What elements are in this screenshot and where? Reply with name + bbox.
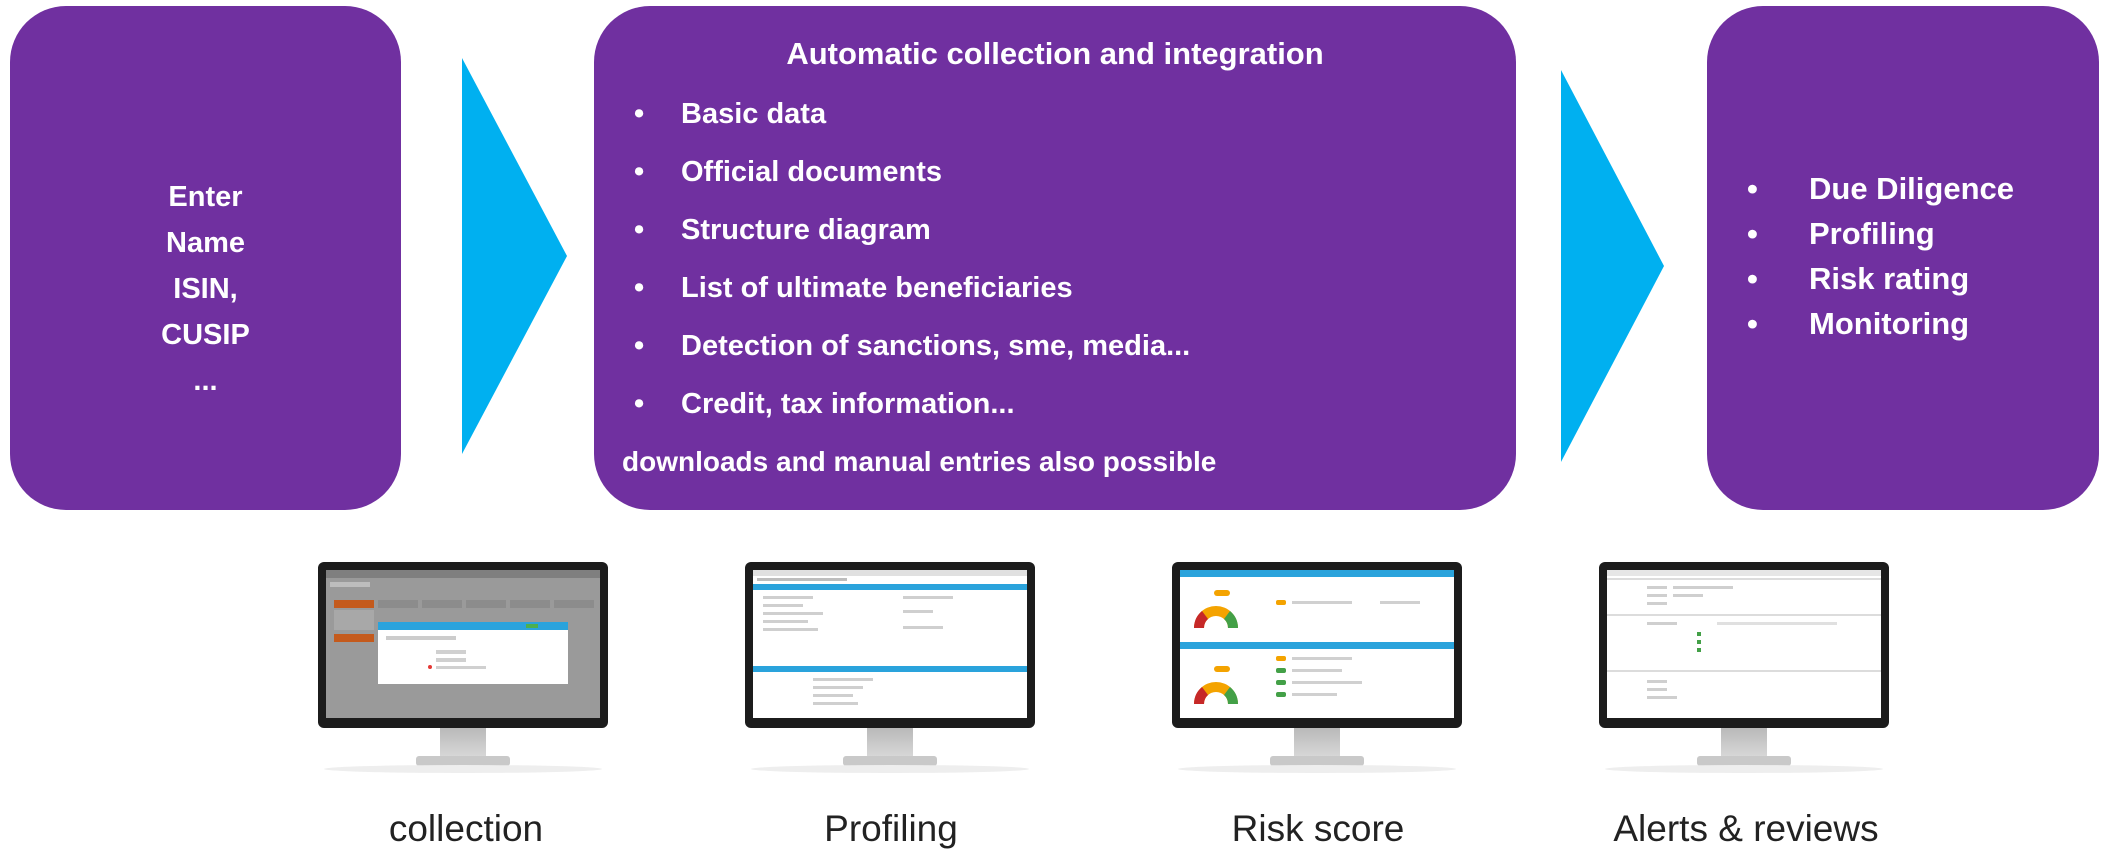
- monitor-collection: [318, 562, 608, 777]
- collection-list: • Basic data • Official documents • Structu…: [634, 94, 1190, 442]
- list-item: • Monitoring: [1747, 304, 2014, 349]
- collection-box: Automatic collection and integration • Ba…: [594, 6, 1516, 510]
- bullet-icon: •: [634, 98, 645, 130]
- gauge-icon: [1194, 666, 1238, 704]
- monitor-stand: [440, 728, 486, 758]
- monitor-screen: [1172, 562, 1462, 728]
- list-item-label: Due Diligence: [1809, 171, 2014, 206]
- monitor-shadow: [1605, 765, 1883, 773]
- arrow-right-icon: [1561, 70, 1664, 462]
- monitor-risk-score: [1172, 562, 1462, 777]
- list-item-label: Basic data: [681, 98, 827, 130]
- bullet-icon: •: [1747, 171, 1758, 206]
- list-item-label: Official documents: [681, 156, 943, 188]
- collection-footer: downloads and manual entries also possib…: [622, 446, 1217, 477]
- profiling-screenshot: [753, 570, 1027, 718]
- list-item: • Credit, tax information...: [634, 384, 1190, 442]
- bullet-icon: •: [634, 330, 645, 362]
- list-item: • Profiling: [1747, 214, 2014, 259]
- risk-score-screenshot: [1180, 570, 1454, 718]
- bullet-icon: •: [1747, 261, 1758, 296]
- monitor-profiling: [745, 562, 1035, 777]
- monitor-base: [1270, 756, 1364, 766]
- bullet-icon: •: [634, 272, 645, 304]
- list-item: • List of ultimate beneficiaries: [634, 268, 1190, 326]
- input-box: Enter Name ISIN, CUSIP ...: [10, 6, 401, 510]
- caption-risk-score: Risk score: [1231, 808, 1405, 849]
- list-item-label: Profiling: [1809, 216, 1935, 251]
- input-line: Enter: [168, 181, 243, 213]
- monitor-screen: [745, 562, 1035, 728]
- bullet-icon: •: [634, 156, 645, 188]
- caption-alerts-reviews: Alerts & reviews: [1613, 808, 1879, 849]
- list-item-label: Monitoring: [1809, 306, 1970, 341]
- input-line: Name: [166, 227, 245, 259]
- list-item-label: Detection of sanctions, sme, media...: [681, 330, 1191, 362]
- bullet-icon: •: [1747, 216, 1758, 251]
- monitor-screen: [1599, 562, 1889, 728]
- monitor-shadow: [1178, 765, 1456, 773]
- collection-screenshot: [326, 570, 600, 718]
- monitor-shadow: [324, 765, 602, 773]
- list-item-label: List of ultimate beneficiaries: [681, 272, 1073, 304]
- caption-profiling: Profiling: [824, 808, 958, 849]
- monitor-stand: [1294, 728, 1340, 758]
- caption-collection: collection: [388, 808, 544, 849]
- arrow-right-icon: [462, 58, 567, 454]
- gauge-icon: [1194, 590, 1238, 628]
- monitor-base: [843, 756, 937, 766]
- bullet-icon: •: [634, 214, 645, 246]
- input-line: ISIN,: [173, 273, 238, 305]
- bullet-icon: •: [634, 388, 645, 420]
- list-item: • Basic data: [634, 94, 1190, 152]
- list-item: • Structure diagram: [634, 210, 1190, 268]
- list-item: • Due Diligence: [1747, 169, 2014, 214]
- bullet-icon: •: [1747, 306, 1758, 341]
- list-item: • Official documents: [634, 152, 1190, 210]
- collection-title: Automatic collection and integration: [786, 36, 1324, 71]
- monitor-stand: [1721, 728, 1767, 758]
- monitor-stand: [867, 728, 913, 758]
- list-item-label: Structure diagram: [681, 214, 931, 246]
- monitor-base: [1697, 756, 1791, 766]
- list-item-label: Risk rating: [1809, 261, 1970, 296]
- alerts-screenshot: [1607, 570, 1881, 718]
- list-item-label: Credit, tax information...: [681, 388, 1015, 420]
- output-list: • Due Diligence • Profiling • Risk rating •…: [1747, 169, 2014, 349]
- monitor-alerts-reviews: [1599, 562, 1889, 777]
- monitor-screen: [318, 562, 608, 728]
- output-box: • Due Diligence • Profiling • Risk rating •…: [1707, 6, 2099, 510]
- monitor-shadow: [751, 765, 1029, 773]
- input-line: ...: [193, 365, 218, 397]
- monitor-base: [416, 756, 510, 766]
- list-item: • Risk rating: [1747, 259, 2014, 304]
- input-lines: Enter Name ISIN, CUSIP ...: [10, 174, 401, 404]
- list-item: • Detection of sanctions, sme, media...: [634, 326, 1190, 384]
- input-line: CUSIP: [161, 319, 250, 351]
